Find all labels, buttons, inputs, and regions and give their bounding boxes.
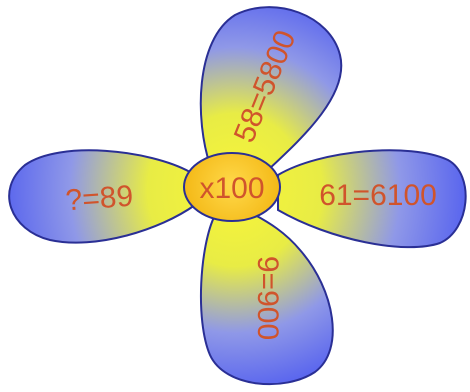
petal-bottom-label: 9=900: [251, 256, 284, 340]
petal-right-label: 61=6100: [319, 179, 437, 212]
center-label: x100: [199, 172, 264, 205]
petal-left-label: ?=89: [64, 180, 134, 218]
